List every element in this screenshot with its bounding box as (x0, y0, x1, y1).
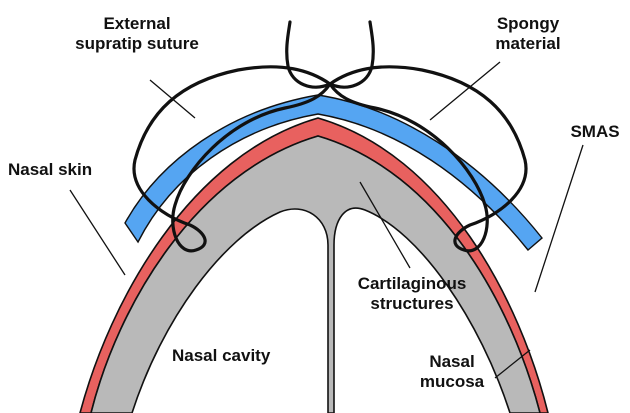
leader-smas (535, 145, 583, 292)
label-nasal-mucosa: Nasal mucosa (402, 352, 502, 392)
label-external-supratip-suture: External supratip suture (52, 14, 222, 54)
label-spongy-material: Spongy material (478, 14, 578, 54)
leader-nasal-skin (70, 190, 125, 275)
label-nasal-cavity: Nasal cavity (172, 346, 292, 366)
leader-spongy-material (430, 62, 500, 120)
label-nasal-skin: Nasal skin (8, 160, 118, 180)
label-smas: SMAS (565, 122, 625, 142)
label-cartilaginous-structures: Cartilaginous structures (352, 274, 472, 314)
leader-external-suture (150, 80, 195, 118)
